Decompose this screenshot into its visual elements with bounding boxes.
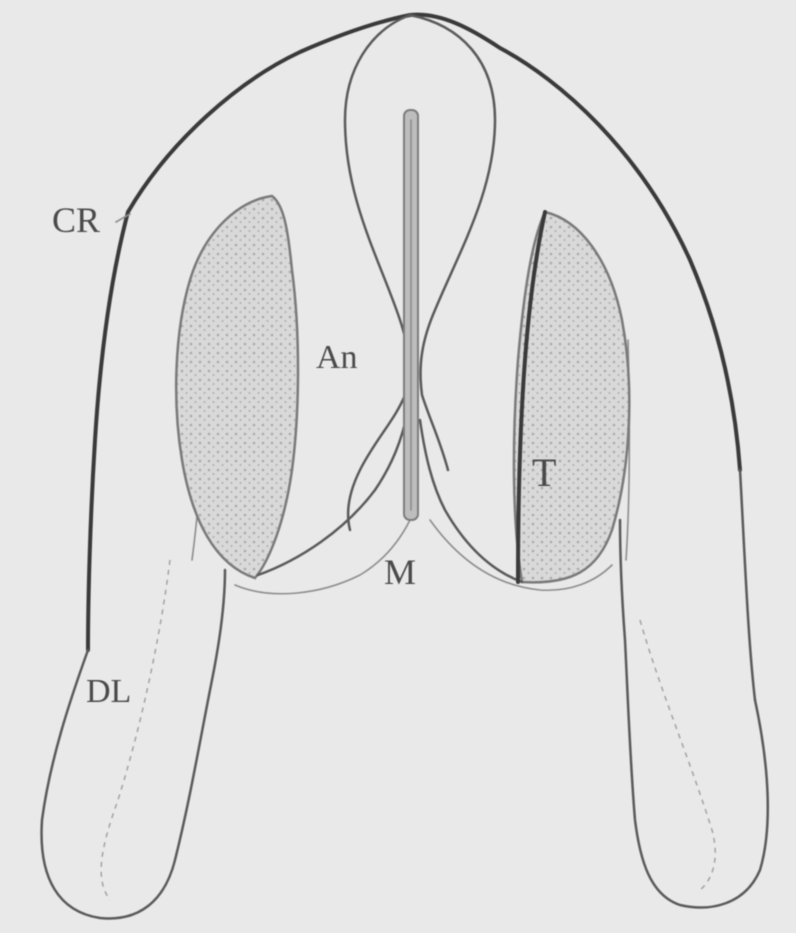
right-inner-fold	[420, 420, 522, 582]
left-stippled-lobe	[176, 196, 298, 578]
label-an: An	[316, 339, 358, 376]
right-leg-inner-line	[640, 620, 715, 890]
central-hourglass-outline	[345, 15, 410, 530]
outer-arch-right-descent	[740, 470, 755, 700]
label-m: M	[384, 552, 416, 592]
right-stippled-lobe	[514, 212, 629, 582]
label-dl: DL	[86, 673, 131, 710]
outer-arch-left-descent	[88, 212, 128, 650]
label-t: T	[532, 450, 556, 495]
central-hourglass-right	[410, 15, 495, 470]
left-leg-inner-line	[101, 560, 170, 900]
label-cr: CR	[52, 200, 100, 240]
left-leg-outline	[42, 570, 225, 918]
